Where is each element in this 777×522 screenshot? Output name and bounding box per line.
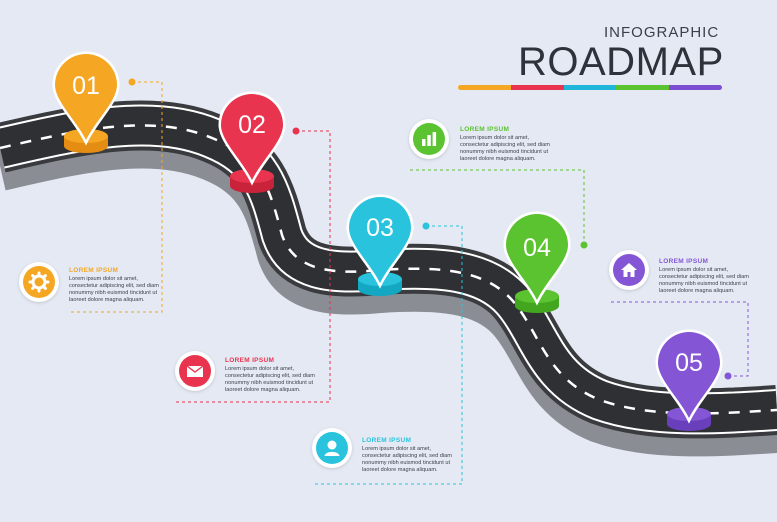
info-line: consectetur adipiscing elit, sed diam — [69, 283, 159, 289]
info-text: Lorem ipsum dolor sit amet, consectetur … — [460, 135, 570, 163]
info-icon-badge-5 — [609, 250, 649, 290]
milestone-pin-04 — [503, 211, 571, 313]
title-bar-segment — [616, 85, 670, 90]
title-bar-segment — [563, 85, 617, 90]
gear-icon — [28, 271, 50, 293]
page-title: ROADMAP — [518, 40, 724, 84]
milestone-number-05: 05 — [675, 349, 703, 377]
info-line: laoreet dolore magna aliquam. — [362, 467, 438, 473]
milestone-pin-02 — [218, 91, 286, 193]
info-line: Lorem ipsum dolor sit amet, — [225, 366, 295, 372]
pin-marker — [221, 94, 283, 180]
connector-05 — [608, 301, 749, 377]
info-line: nonummy nibh euismod tincidunt ut — [225, 380, 313, 386]
info-line: nonummy nibh euismod tincidunt ut — [659, 281, 747, 287]
info-line: nonummy nibh euismod tincidunt ut — [460, 149, 548, 155]
title-bar-segment — [510, 85, 564, 90]
pin-marker — [349, 197, 411, 283]
info-line: Lorem ipsum dolor sit amet, — [362, 446, 432, 452]
info-icon-badge-4 — [409, 119, 449, 159]
user-icon — [324, 440, 340, 456]
info-line: laoreet dolore magna aliquam. — [659, 288, 735, 294]
milestone-number-01: 01 — [72, 72, 100, 100]
milestone-pin-01 — [52, 51, 120, 153]
title-bar-segment — [458, 85, 511, 90]
info-line: laoreet dolore magna aliquam. — [225, 387, 301, 393]
pin-marker — [506, 214, 568, 300]
pin-marker — [55, 54, 117, 140]
milestone-number-02: 02 — [238, 111, 266, 139]
info-line: consectetur adipiscing elit, sed diam — [659, 274, 749, 280]
info-line: laoreet dolore magna aliquam. — [69, 297, 145, 303]
info-line: nonummy nibh euismod tincidunt ut — [362, 460, 450, 466]
info-text: Lorem ipsum dolor sit amet, consectetur … — [225, 366, 335, 394]
info-title: LOREM IPSUM — [460, 126, 510, 133]
info-icon-badge-3 — [312, 428, 352, 468]
info-block-1: LOREM IPSUM Lorem ipsum dolor sit amet, … — [69, 267, 179, 304]
info-line: consectetur adipiscing elit, sed diam — [362, 453, 452, 459]
info-block-4: LOREM IPSUM Lorem ipsum dolor sit amet, … — [460, 126, 570, 163]
connector-04 — [408, 169, 585, 245]
info-icon-badge-1 — [19, 262, 59, 302]
info-line: nonummy nibh euismod tincidunt ut — [69, 290, 157, 296]
milestone-number-04: 04 — [523, 234, 551, 262]
connector-02 — [176, 130, 331, 403]
info-line: Lorem ipsum dolor sit amet, — [69, 276, 139, 282]
info-block-2: LOREM IPSUM Lorem ipsum dolor sit amet, … — [225, 357, 335, 394]
connector-01 — [68, 81, 163, 313]
info-icon-fill — [23, 266, 55, 298]
info-line: Lorem ipsum dolor sit amet, — [460, 135, 530, 141]
connector-03 — [312, 225, 463, 485]
info-text: Lorem ipsum dolor sit amet, consectetur … — [362, 446, 472, 474]
info-line: laoreet dolore magna aliquam. — [460, 156, 536, 162]
info-icon-badge-2 — [175, 351, 215, 391]
pin-marker — [658, 332, 720, 418]
info-text: Lorem ipsum dolor sit amet, consectetur … — [659, 267, 769, 295]
bar-chart-icon — [422, 132, 437, 146]
info-title: LOREM IPSUM — [362, 437, 412, 444]
info-line: consectetur adipiscing elit, sed diam — [225, 373, 315, 379]
infographic-subtitle: INFOGRAPHIC — [604, 24, 720, 41]
info-text: Lorem ipsum dolor sit amet, consectetur … — [69, 276, 179, 304]
title-bar-segment — [669, 85, 722, 90]
info-line: consectetur adipiscing elit, sed diam — [460, 142, 550, 148]
mail-icon — [186, 365, 204, 377]
info-title: LOREM IPSUM — [69, 267, 119, 274]
milestone-number-03: 03 — [366, 214, 394, 242]
info-title: LOREM IPSUM — [659, 258, 709, 265]
info-title: LOREM IPSUM — [225, 357, 275, 364]
info-block-3: LOREM IPSUM Lorem ipsum dolor sit amet, … — [362, 437, 472, 474]
milestone-pin-03 — [346, 194, 414, 296]
milestone-pin-05 — [655, 329, 723, 431]
info-block-5: LOREM IPSUM Lorem ipsum dolor sit amet, … — [659, 258, 769, 295]
home-icon — [621, 263, 637, 277]
info-line: Lorem ipsum dolor sit amet, — [659, 267, 729, 273]
title-color-bar — [458, 85, 722, 90]
